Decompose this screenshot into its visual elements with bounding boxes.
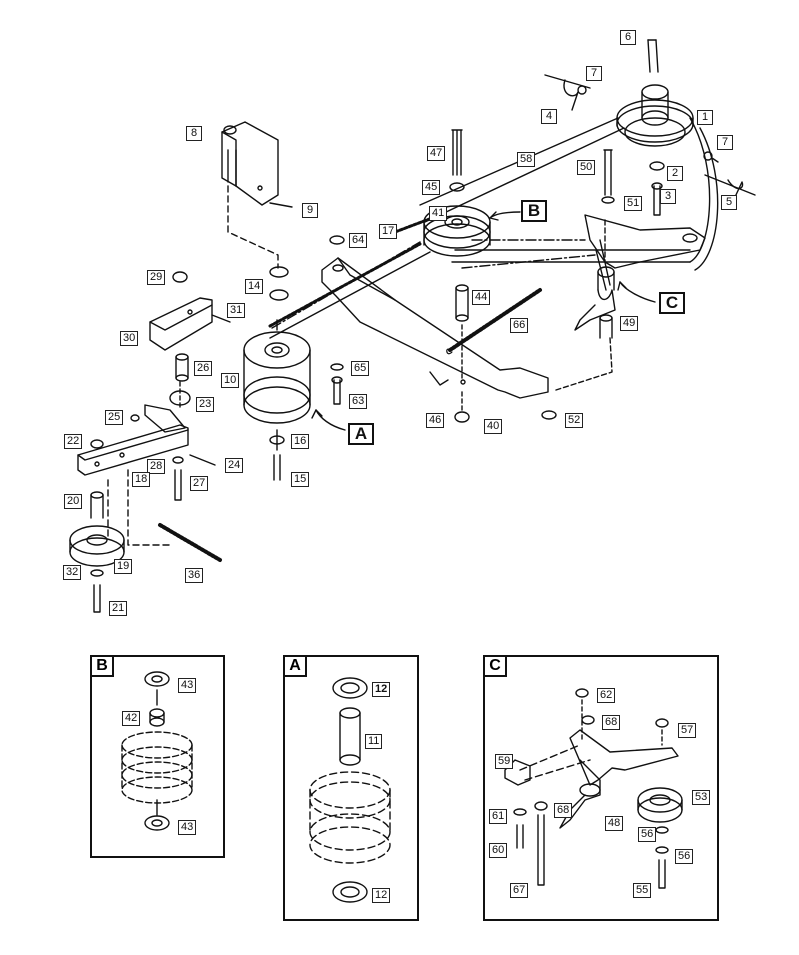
part-label-57: 57 xyxy=(678,723,697,738)
part-label-9: 9 xyxy=(302,203,318,218)
panel-c-tag: C xyxy=(483,655,507,677)
part-label-36: 36 xyxy=(185,568,204,583)
part-label-61: 61 xyxy=(489,809,508,824)
double-pulley-b-drawing xyxy=(423,129,491,257)
part-label-15: 15 xyxy=(291,472,310,487)
belt-guide-pins-drawing xyxy=(544,74,756,198)
bolt-9-drawing xyxy=(269,202,293,208)
part-label-58: 58 xyxy=(517,152,536,167)
panel-a-tag: A xyxy=(283,655,307,677)
part-label-22: 22 xyxy=(64,434,83,449)
part-label-3: 3 xyxy=(660,189,676,204)
routing-lines-drawing xyxy=(271,239,596,329)
drive-belt-drawing xyxy=(268,117,719,339)
part-label-56-bottom: 56 xyxy=(675,849,694,864)
part-label-1: 1 xyxy=(697,110,713,125)
part-label-27: 27 xyxy=(190,476,209,491)
part-label-59: 59 xyxy=(495,754,514,769)
c-bracket-assembly-drawing xyxy=(541,149,706,420)
part-label-45: 45 xyxy=(422,180,441,195)
part-label-10: 10 xyxy=(221,373,240,388)
part-label-42: 42 xyxy=(122,711,141,726)
engine-pulley-drawing xyxy=(616,39,694,147)
part-label-32: 32 xyxy=(63,565,82,580)
spacer-44-drawing xyxy=(455,284,469,381)
part-label-55: 55 xyxy=(633,883,652,898)
part-label-49: 49 xyxy=(620,316,639,331)
part-label-68-bottom: 68 xyxy=(554,803,573,818)
panel-b-tag: B xyxy=(90,655,114,677)
part-label-41: 41 xyxy=(429,206,448,221)
part-label-20: 20 xyxy=(64,494,83,509)
mount-bracket-drawing xyxy=(221,121,279,269)
callout-a: A xyxy=(348,423,374,445)
part-label-31: 31 xyxy=(227,303,246,318)
part-label-66: 66 xyxy=(510,318,529,333)
part-label-48: 48 xyxy=(605,816,624,831)
part-label-12-top: 12 xyxy=(372,682,391,697)
part-label-65: 65 xyxy=(351,361,370,376)
part-label-43-bottom: 43 xyxy=(178,820,197,835)
spring-66-drawing xyxy=(446,288,542,355)
part-label-18: 18 xyxy=(132,472,151,487)
part-label-51: 51 xyxy=(624,196,643,211)
part-label-43-top: 43 xyxy=(178,678,197,693)
idler-arm-drawing xyxy=(321,257,549,399)
part-label-29: 29 xyxy=(147,270,166,285)
part-label-7b: 7 xyxy=(717,135,733,150)
part-label-44: 44 xyxy=(472,290,491,305)
part-label-46: 46 xyxy=(426,413,445,428)
part-label-53: 53 xyxy=(692,790,711,805)
part-label-50: 50 xyxy=(577,160,596,175)
part-label-21: 21 xyxy=(109,601,128,616)
part-label-8: 8 xyxy=(186,126,202,141)
callout-b: B xyxy=(521,200,547,222)
part-label-62: 62 xyxy=(597,688,616,703)
part-label-63: 63 xyxy=(349,394,368,409)
part-label-67: 67 xyxy=(510,883,529,898)
detail-panel-a: A 12 11 12 xyxy=(283,655,419,921)
part-label-52: 52 xyxy=(565,413,584,428)
part-label-4: 4 xyxy=(541,109,557,124)
panel-b-drawing xyxy=(121,671,193,831)
part-label-68-top: 68 xyxy=(602,715,621,730)
part-label-25: 25 xyxy=(105,410,124,425)
part-label-26: 26 xyxy=(194,361,213,376)
part-label-7: 7 xyxy=(586,66,602,81)
callout-c: C xyxy=(659,292,685,314)
part-label-12-bottom: 12 xyxy=(372,888,391,903)
part-label-28: 28 xyxy=(147,459,166,474)
part-label-30: 30 xyxy=(120,331,139,346)
hardware-63-64-65-46-drawing xyxy=(329,235,470,423)
detail-panel-c: C 62 68 57 59 53 61 68 48 56 60 56 67 55 xyxy=(483,655,719,921)
part-label-19: 19 xyxy=(114,559,133,574)
part-label-5: 5 xyxy=(721,195,737,210)
panel-a-drawing xyxy=(309,677,391,903)
part-label-11: 11 xyxy=(365,734,383,749)
part-label-17: 17 xyxy=(379,224,398,239)
part-label-24: 24 xyxy=(225,458,244,473)
callout-arrows xyxy=(311,211,656,431)
part-label-23: 23 xyxy=(196,397,215,412)
part-label-16: 16 xyxy=(291,434,310,449)
part-label-56-top: 56 xyxy=(638,827,657,842)
part-label-6: 6 xyxy=(620,30,636,45)
part-label-2: 2 xyxy=(667,166,683,181)
left-idler-assembly-drawing xyxy=(69,271,231,613)
part-label-47: 47 xyxy=(427,146,446,161)
part-label-64: 64 xyxy=(349,233,368,248)
part-label-40: 40 xyxy=(484,419,503,434)
part-label-14: 14 xyxy=(245,279,264,294)
part-label-60: 60 xyxy=(489,843,508,858)
detail-panel-b: B 43 42 43 xyxy=(90,655,225,858)
